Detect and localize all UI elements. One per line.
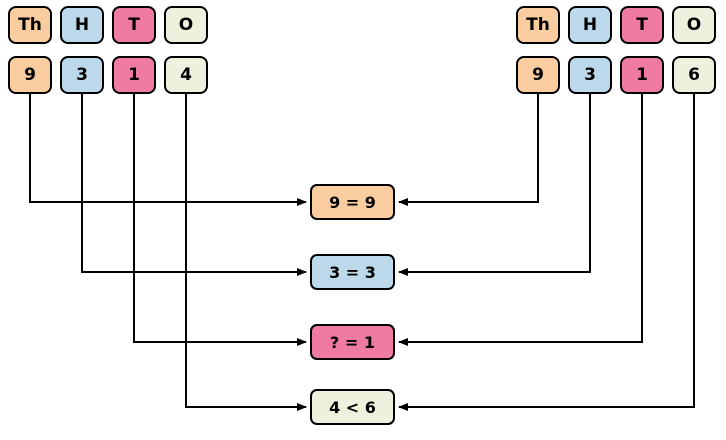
- right-digit-tens: 1: [620, 56, 664, 94]
- left-digit-hundreds: 3: [60, 56, 104, 94]
- right-digit-hundreds: 3: [568, 56, 612, 94]
- right-digit-ones: 6: [672, 56, 716, 94]
- comparison-ones-box: 4 < 6: [310, 389, 395, 425]
- left-digit-ones: 4: [164, 56, 208, 94]
- right-header-ones: O: [672, 6, 716, 44]
- comparison-thousands-box: 9 = 9: [310, 184, 395, 220]
- left-digit-thousands: 9: [8, 56, 52, 94]
- left-header-ones: O: [164, 6, 208, 44]
- left-header-hundreds: H: [60, 6, 104, 44]
- right-header-tens: T: [620, 6, 664, 44]
- arrow-right-thousands: [398, 94, 539, 206]
- arrow-right-hundreds: [398, 94, 591, 276]
- arrow-right-ones: [398, 94, 695, 411]
- comparison-tens-box: ? = 1: [310, 324, 395, 360]
- comparison-hundreds-box: 3 = 3: [310, 254, 395, 290]
- arrow-left-hundreds: [81, 94, 307, 276]
- arrow-left-thousands: [29, 94, 307, 206]
- left-header-thousands: Th: [8, 6, 52, 44]
- right-header-thousands: Th: [516, 6, 560, 44]
- left-digit-tens: 1: [112, 56, 156, 94]
- arrow-left-tens: [133, 94, 307, 346]
- arrow-right-tens: [398, 94, 643, 346]
- left-header-tens: T: [112, 6, 156, 44]
- right-header-hundreds: H: [568, 6, 612, 44]
- arrow-left-ones: [185, 94, 307, 411]
- right-digit-thousands: 9: [516, 56, 560, 94]
